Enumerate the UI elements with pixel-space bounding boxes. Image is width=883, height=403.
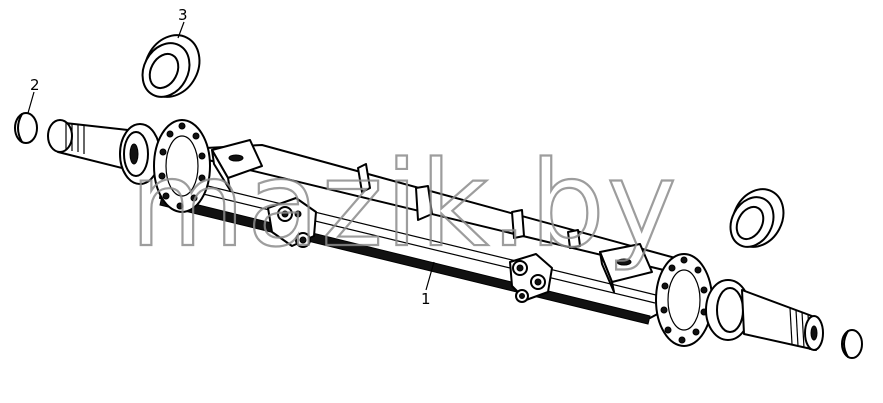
right-flange [655,253,713,347]
callout-label-3: 3 [178,6,188,24]
callout-part-1: 1 [421,261,435,308]
watermark-text: mazik.by [130,135,679,273]
seal-ring-top [141,34,201,98]
callout-part-2: 2 [27,76,40,114]
left-spindle [47,119,161,185]
end-cap-left [14,112,38,144]
end-cap-right [841,329,863,359]
left-lever-bracket [267,197,317,248]
left-spring-pad [211,139,263,191]
callout-label-1: 1 [421,290,431,308]
right-lever-bracket [509,253,553,303]
right-spring-pad [599,243,653,293]
left-flange [153,119,211,213]
right-spindle [705,279,824,351]
beam-brackets [357,163,581,249]
callout-label-2: 2 [30,76,40,94]
seal-ring-right [729,188,785,248]
callout-part-3: 3 [177,6,188,39]
